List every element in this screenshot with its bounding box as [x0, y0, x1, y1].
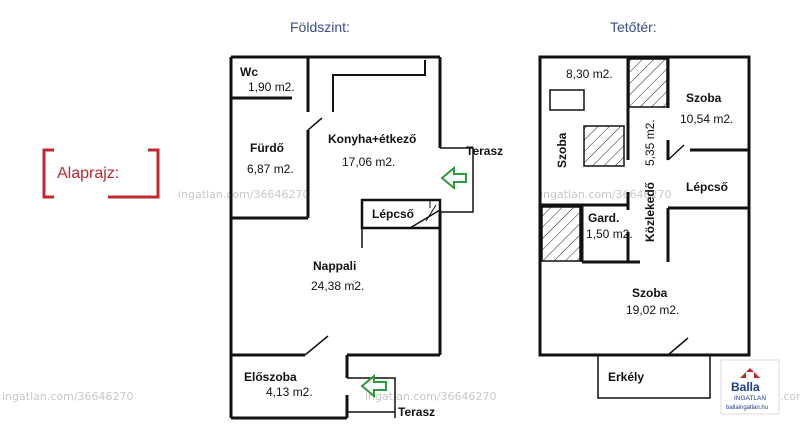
- ground-stair: [360, 198, 442, 248]
- watermarks: ingatlan.com/36646270 ingatlan.com/36646…: [2, 188, 800, 403]
- nappali-name: Nappali: [313, 259, 356, 273]
- wc-name: Wc: [240, 65, 258, 79]
- terasz-bottom-outline: [347, 377, 396, 418]
- balla-logo: Balla INGATLAN ballaingatlan.hu: [720, 359, 780, 415]
- watermark-text: ingatlan.com/36646270: [178, 188, 310, 201]
- attic-floor-header: Tetőtér:: [610, 19, 657, 35]
- hatched-area: [541, 206, 581, 262]
- alaprajz-badge: [42, 148, 160, 199]
- logo-sub: INGATLAN: [734, 395, 766, 402]
- eloszoba-area: 4,13 m2.: [266, 385, 313, 399]
- szoba-big-name: Szoba: [632, 286, 668, 300]
- terasz-side-label: Terasz: [466, 144, 503, 158]
- wc-area: 1,90 m2.: [248, 80, 295, 94]
- eloszoba-name: Előszoba: [244, 370, 297, 384]
- door-swing: [667, 144, 685, 161]
- konyha-name: Konyha+étkező: [328, 132, 416, 146]
- szoba-small-area: 8,30 m2.: [566, 67, 613, 81]
- attic-lepcso-label: Lépcső: [686, 180, 728, 194]
- fixture-rect: [549, 89, 585, 111]
- szoba-small-name: Szoba: [555, 132, 569, 168]
- gard-name: Gard.: [588, 211, 619, 225]
- ground-lepcso-label: Lépcső: [372, 207, 414, 221]
- watermark-text: ingatlan.com/36646270: [365, 390, 497, 403]
- konyha-area: 17,06 m2.: [342, 155, 395, 169]
- kozlekedo-name: Közlekedő: [643, 182, 657, 242]
- door-swing: [307, 117, 323, 131]
- nappali-area: 24,38 m2.: [311, 279, 364, 293]
- logo-url: ballaingatlan.hu: [726, 405, 768, 411]
- hatched-area: [583, 125, 625, 167]
- ground-floor-header: Földszint:: [290, 19, 350, 35]
- watermark-text: ingatlan.com/36646270: [2, 390, 134, 403]
- furdo-area: 6,87 m2.: [247, 162, 294, 176]
- erkely-label: Erkély: [608, 370, 644, 384]
- szoba-right-area: 10,54 m2.: [680, 112, 733, 126]
- terasz-bottom-label: Terasz: [398, 405, 435, 419]
- entrance-arrow-icon: [360, 373, 387, 399]
- terasz-side-outline: [440, 147, 474, 213]
- watermark-text: ingatlan.com/36646270: [540, 188, 672, 201]
- alaprajz-label: Alaprajz:: [57, 165, 119, 182]
- entrance-arrow-icon: [440, 165, 467, 191]
- door-swing: [667, 337, 689, 356]
- szoba-right-name: Szoba: [686, 91, 722, 105]
- door-swing: [304, 335, 329, 356]
- hatched-area: [628, 58, 668, 108]
- kozlekedo-area: 5,35 m2.: [643, 119, 657, 166]
- gard-area: 1,50 m2.: [586, 227, 633, 241]
- erkely-outline: [597, 355, 711, 399]
- logo-name: Balla: [731, 380, 760, 394]
- attic-floor-walls: [538, 55, 751, 357]
- furdo-name: Fürdő: [250, 141, 284, 155]
- ground-floor-walls: [229, 55, 442, 420]
- szoba-big-area: 19,02 m2.: [626, 303, 679, 317]
